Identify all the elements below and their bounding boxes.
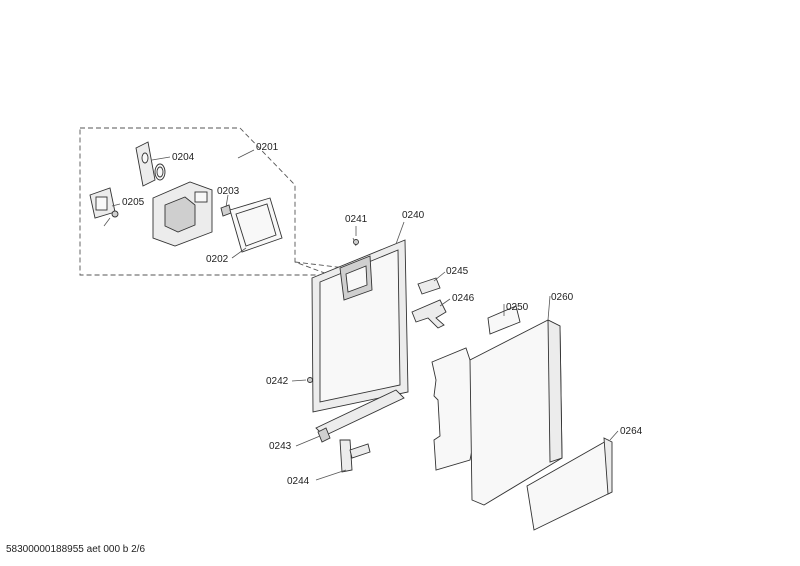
part-0242-screw (307, 377, 313, 383)
label-0202: 0202 (206, 254, 229, 265)
part-labels: 0201 0204 0203 0205 0202 0241 0240 0245 … (122, 142, 643, 487)
label-0260: 0260 (551, 292, 574, 303)
part-0205-frame (89, 187, 119, 227)
part-0244-bracket (339, 439, 371, 473)
leader-lines (111, 149, 619, 481)
part-0245-latch (417, 277, 441, 295)
label-0242: 0242 (266, 376, 289, 387)
part-0241-screw (352, 237, 359, 247)
label-0243: 0243 (269, 441, 292, 452)
part-dispenser-body (152, 181, 213, 247)
label-0240: 0240 (402, 210, 425, 221)
part-0260-outer-door (469, 319, 563, 506)
label-0203: 0203 (217, 186, 240, 197)
document-reference: 58300000188955 aet 000 b 2/6 (6, 544, 146, 555)
part-0243-trim (315, 389, 405, 443)
label-0246: 0246 (452, 293, 475, 304)
label-0244: 0244 (287, 476, 310, 487)
label-0205: 0205 (122, 197, 145, 208)
label-0264: 0264 (620, 426, 643, 437)
label-0241: 0241 (345, 214, 368, 225)
label-0204: 0204 (172, 152, 195, 163)
part-0264-kickplate (526, 437, 613, 531)
part-0204-holder (135, 141, 166, 187)
label-0201: 0201 (256, 142, 279, 153)
label-0245: 0245 (446, 266, 469, 277)
part-0246-hook (411, 299, 447, 329)
detail-inset (79, 127, 346, 276)
part-0202-gasket (229, 197, 283, 253)
part-0240-inner-door (311, 239, 409, 413)
label-0250: 0250 (506, 302, 529, 313)
